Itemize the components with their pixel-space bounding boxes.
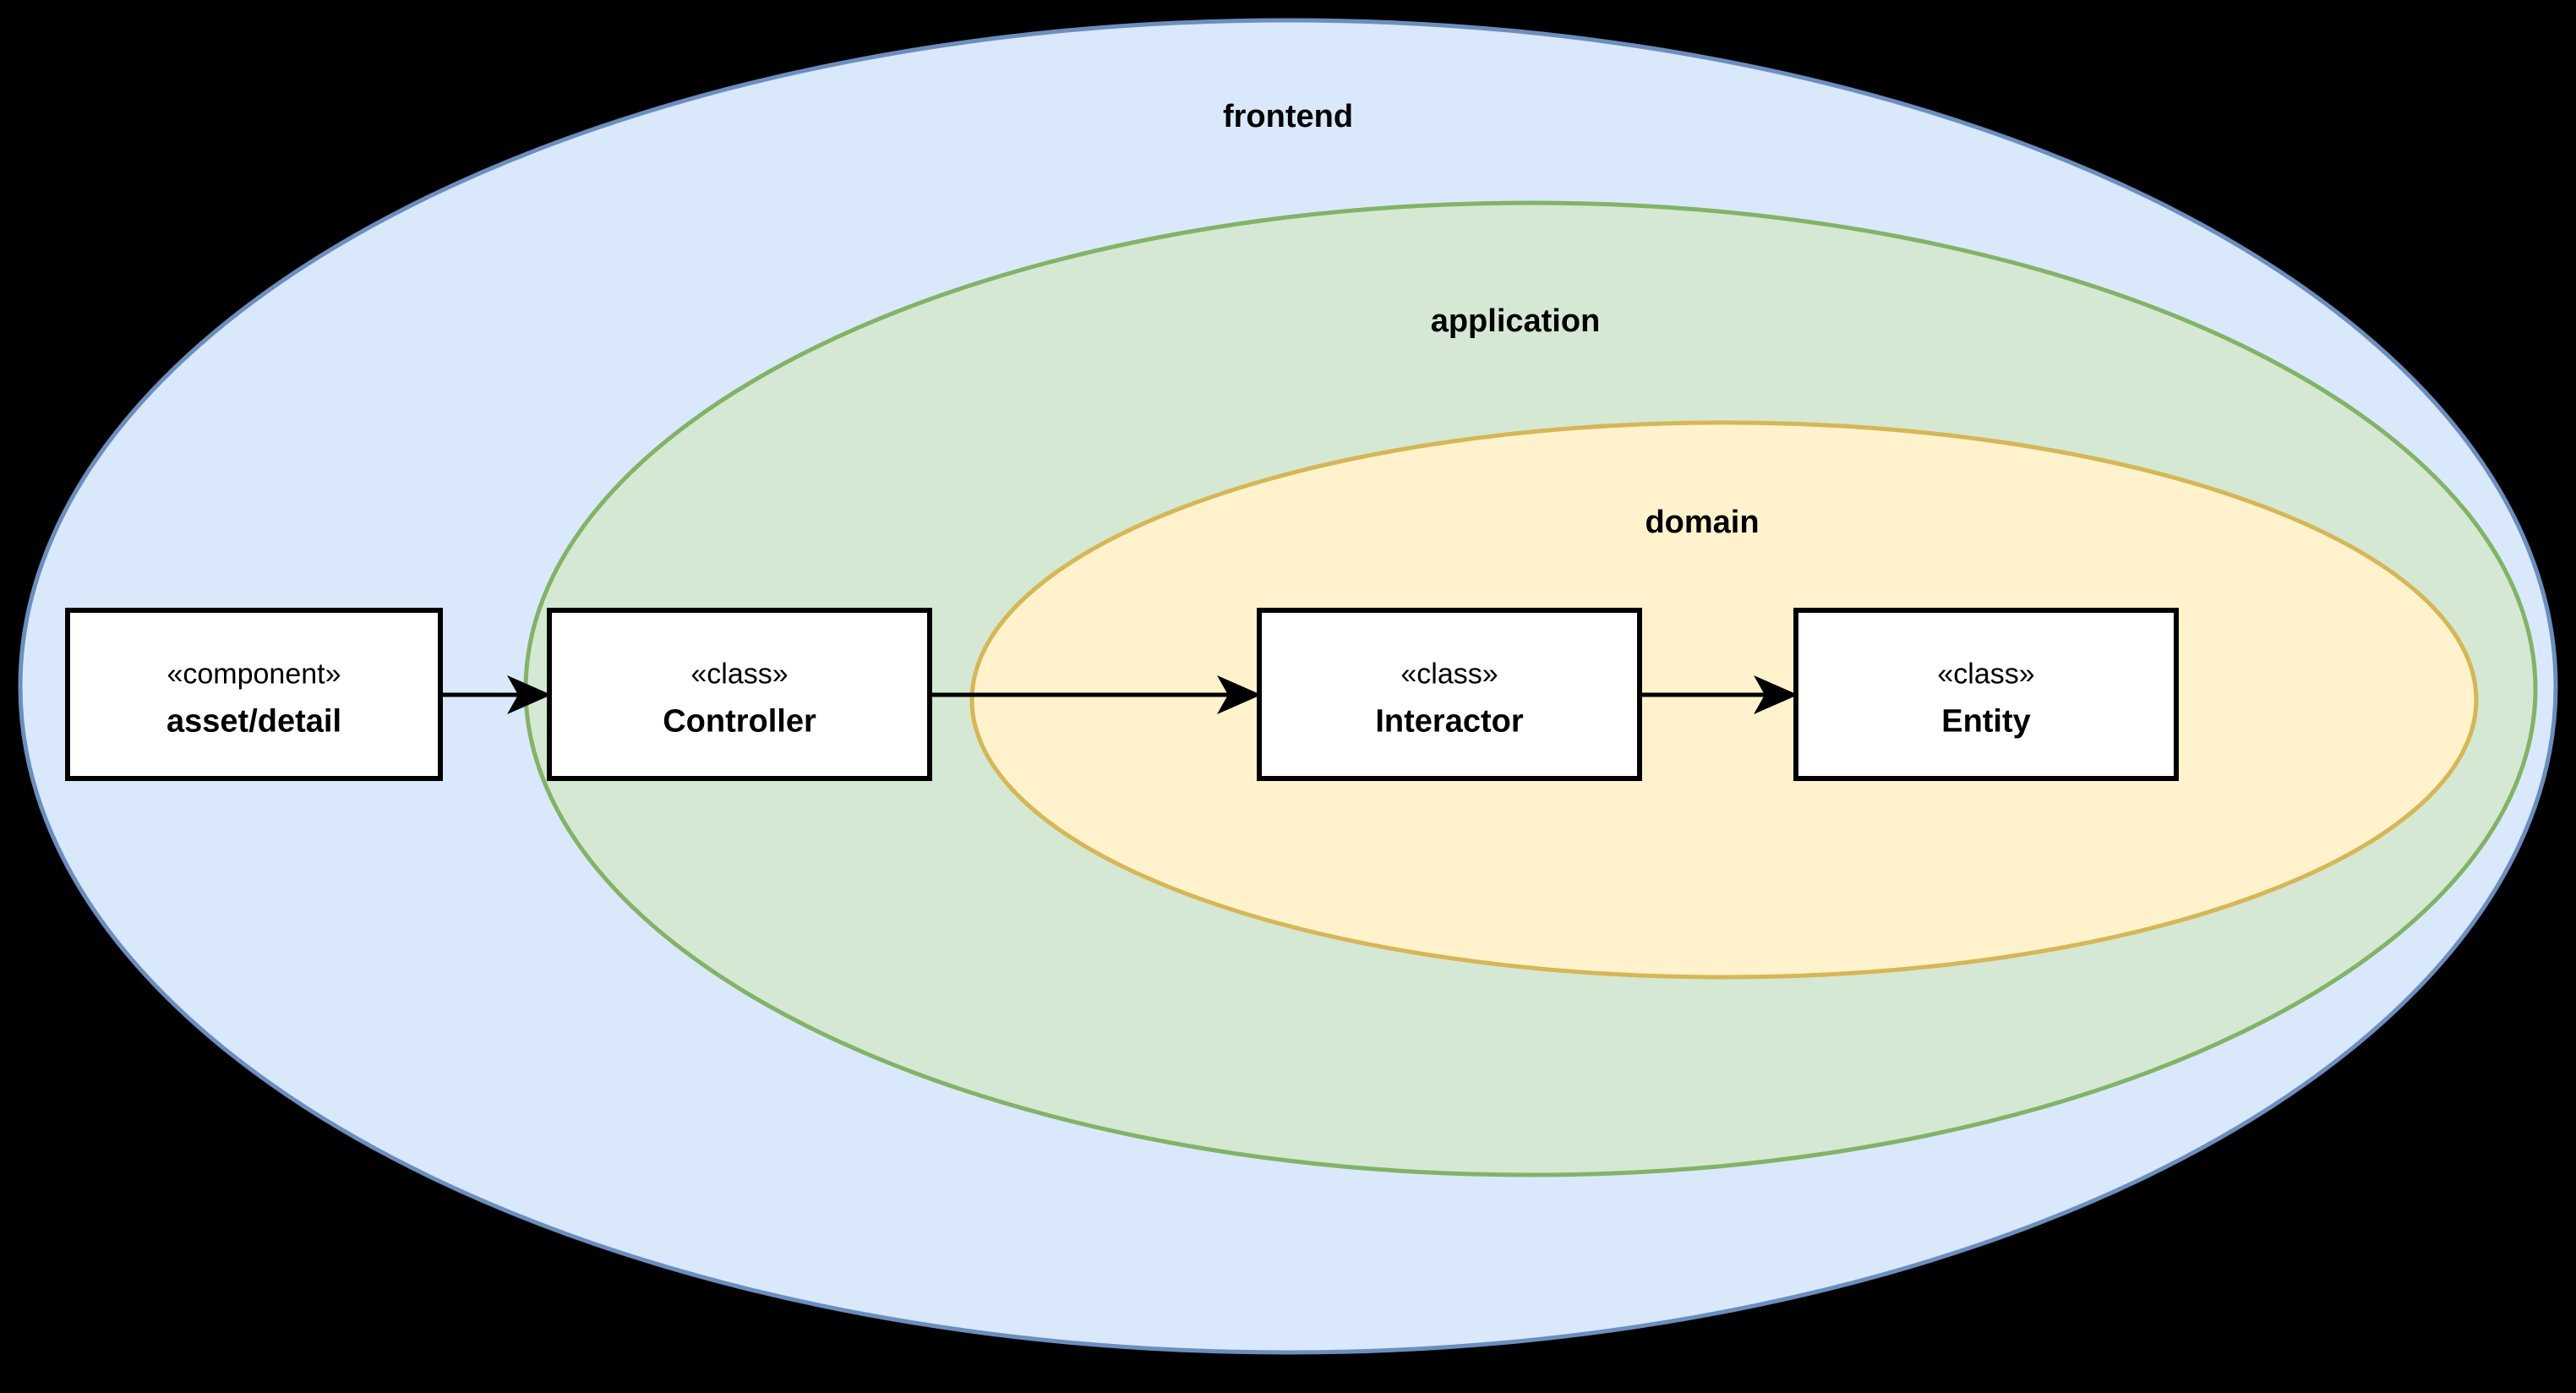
domain-ellipse-shape [969, 420, 2479, 980]
node-asset-detail[interactable]: «component» asset/detail [65, 608, 443, 781]
layer-ellipse-domain[interactable]: domain [969, 420, 2479, 980]
node-stereotype-label: «class» [1937, 658, 2034, 690]
node-box [1793, 608, 2179, 781]
node-box [1257, 608, 1642, 781]
node-interactor[interactable]: «class» Interactor [1257, 608, 1642, 781]
node-name-label: Controller [663, 704, 816, 740]
node-box [65, 608, 443, 781]
node-entity[interactable]: «class» Entity [1793, 608, 2179, 781]
node-box [547, 608, 932, 781]
application-layer-label: application [1431, 303, 1601, 339]
node-name-label: Interactor [1375, 704, 1523, 740]
domain-layer-label: domain [1645, 505, 1759, 540]
node-controller[interactable]: «class» Controller [547, 608, 932, 781]
node-stereotype-label: «component» [166, 658, 341, 690]
node-name-label: Entity [1941, 704, 2031, 740]
node-stereotype-label: «class» [690, 658, 788, 690]
node-name-label: asset/detail [166, 704, 341, 740]
node-stereotype-label: «class» [1400, 658, 1498, 690]
frontend-layer-label: frontend [1223, 99, 1353, 134]
